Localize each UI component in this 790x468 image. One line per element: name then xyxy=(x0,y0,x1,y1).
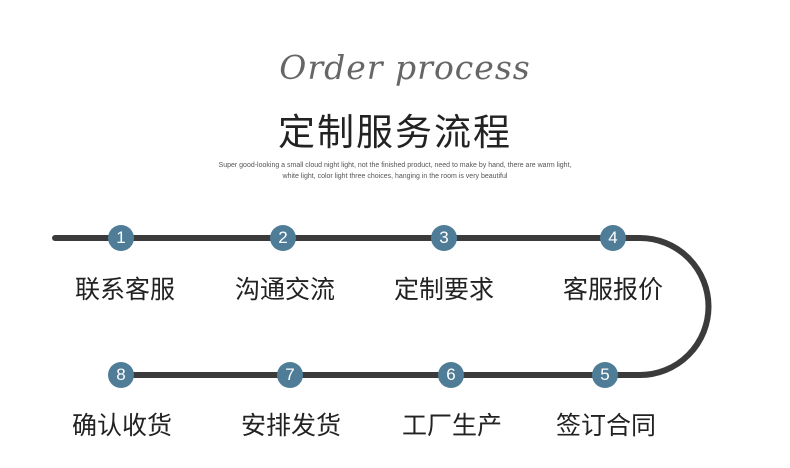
step-8-number: 8 xyxy=(108,362,134,388)
page-title: 定制服务流程 xyxy=(278,111,512,154)
step-6-number: 6 xyxy=(438,362,464,388)
step-5-number: 5 xyxy=(592,362,618,388)
step-4-number: 4 xyxy=(600,225,626,251)
step-7-number: 7 xyxy=(277,362,303,388)
step-3-label: 定制要求 xyxy=(393,275,494,304)
step-8-label: 确认收货 xyxy=(71,411,172,440)
step-6-label: 工厂生产 xyxy=(401,411,502,440)
step-5-label: 签订合同 xyxy=(555,411,656,440)
step-3-number: 3 xyxy=(431,225,457,251)
subtitle-line-1: Super good-looking a small cloud night l… xyxy=(218,162,572,169)
step-2-label: 沟通交流 xyxy=(234,275,335,304)
step-1-number: 1 xyxy=(108,225,134,251)
step-7-label: 安排发货 xyxy=(240,411,341,440)
script-title: Order process xyxy=(279,48,531,87)
step-2-number: 2 xyxy=(270,225,296,251)
step-4-label: 客服报价 xyxy=(562,275,663,304)
step-1-label: 联系客服 xyxy=(74,275,175,304)
subtitle-line-2: white light, color light three choices, … xyxy=(282,173,508,180)
